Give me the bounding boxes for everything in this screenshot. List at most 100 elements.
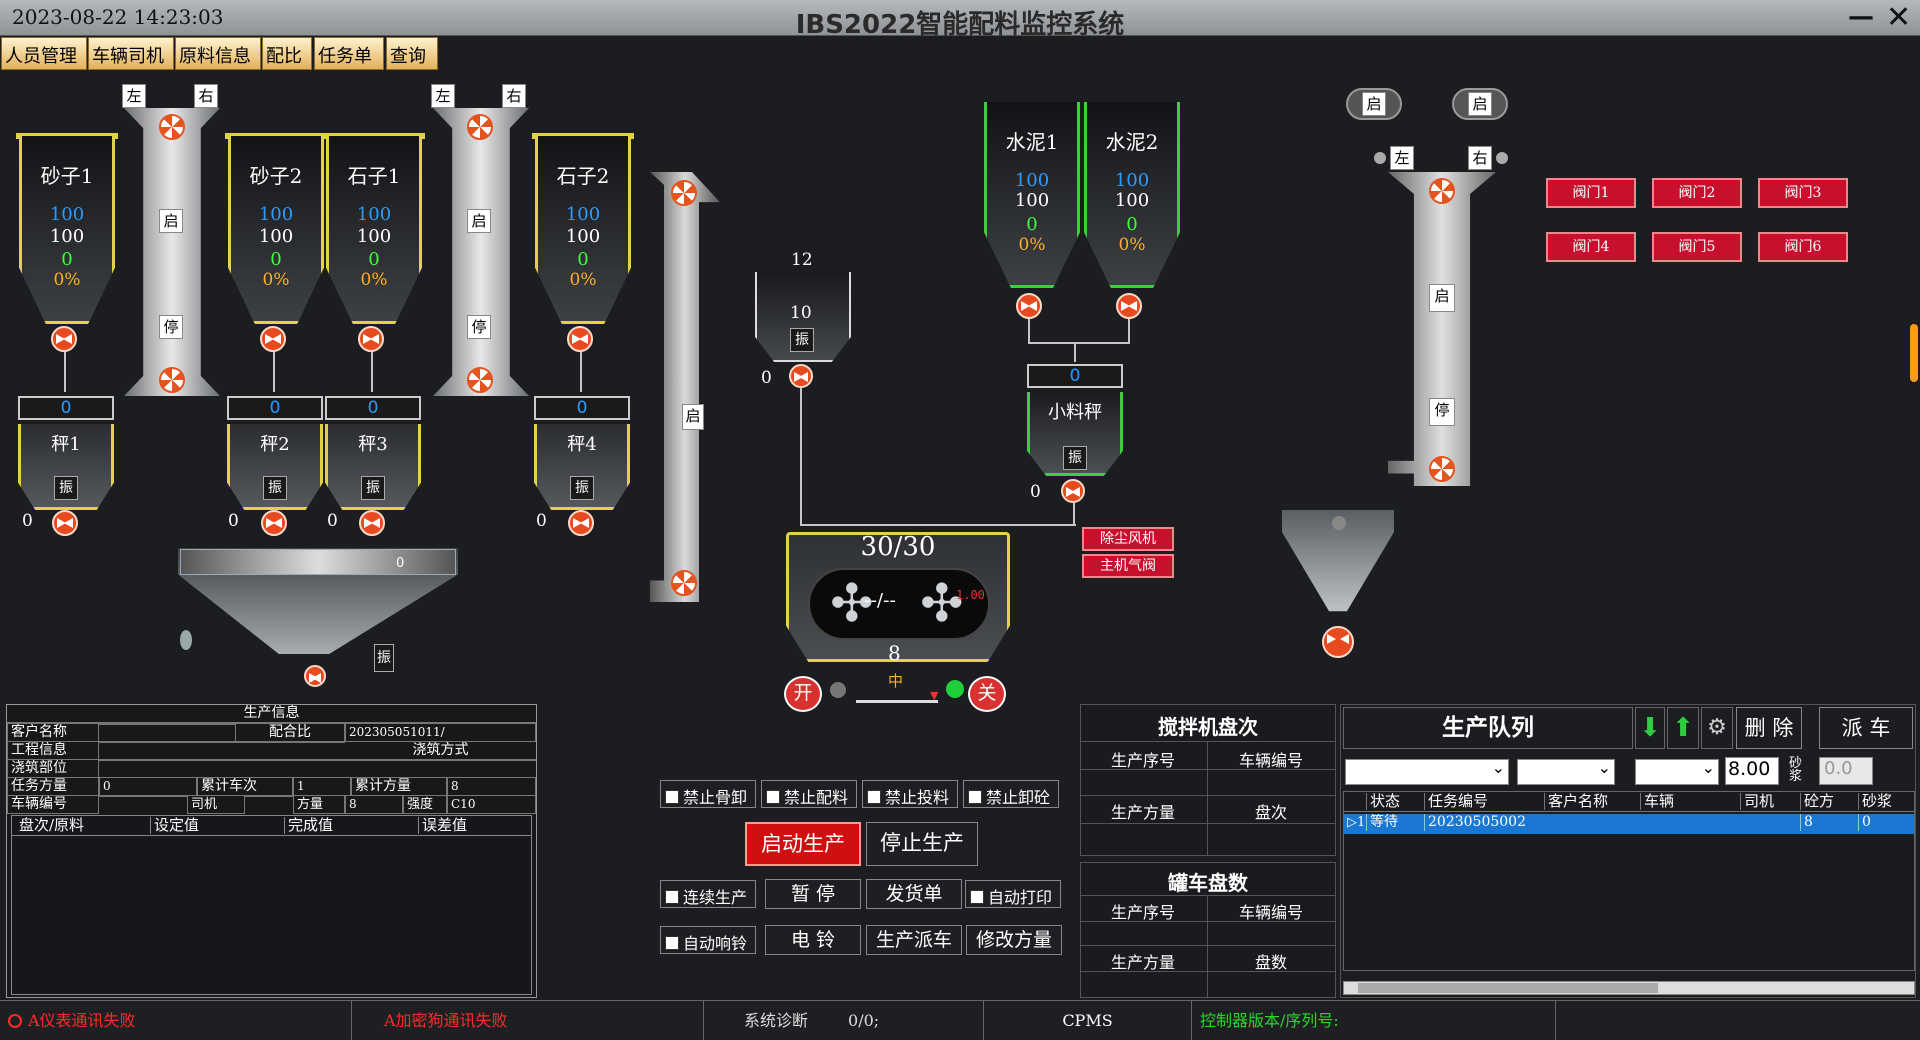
forbid-agg-checkbox[interactable]: 禁止骨卸 [660, 780, 756, 808]
water-valve-icon[interactable] [789, 364, 813, 388]
dispatch-production-button[interactable]: 生产派车 [866, 925, 962, 955]
silo-cement1[interactable]: 水泥1 100 100 0 0% [984, 102, 1080, 288]
conveyor2-top-motor-icon[interactable] [467, 114, 493, 140]
right-motor1-start-button[interactable]: 启 [1362, 92, 1386, 116]
delivery-note-button[interactable]: 发货单 [866, 879, 962, 909]
conveyor2-stop-button[interactable]: 停 [467, 315, 491, 339]
discharge-valve-icon[interactable] [1322, 626, 1354, 658]
forbid-unload-checkbox[interactable]: 禁止卸砼 [963, 780, 1059, 808]
delete-button[interactable]: 删 除 [1736, 707, 1802, 749]
menu-task[interactable]: 任务单 [314, 37, 384, 70]
right-motor2-start-button[interactable]: 启 [1468, 92, 1492, 116]
side-scroll-handle[interactable] [1910, 324, 1918, 382]
conveyor1-bottom-motor-icon[interactable] [159, 367, 185, 393]
scale2-vibrate-button[interactable]: 振 [263, 476, 287, 500]
scale1-valve-icon[interactable] [52, 510, 78, 536]
scale2-valve-icon[interactable] [261, 510, 287, 536]
incline-belt-start-button[interactable]: 启 [682, 404, 704, 430]
silo-cement2[interactable]: 水泥2 100 100 0 0% [1084, 102, 1180, 288]
conveyor2-bottom-motor-icon[interactable] [467, 367, 493, 393]
scale1-hopper[interactable]: 秤1 [18, 424, 114, 510]
mixer-center-value: --/-- [864, 590, 897, 611]
right-belt-stop-button[interactable]: 停 [1429, 398, 1455, 426]
menu-vehicle-driver[interactable]: 车辆司机 [88, 37, 174, 70]
queue-filter-1-select[interactable] [1345, 758, 1509, 785]
auto-print-checkbox[interactable]: 自动打印 [965, 880, 1061, 908]
bell-button[interactable]: 电 铃 [765, 925, 861, 955]
conveyor1-top-motor-icon[interactable] [159, 114, 185, 140]
silo-stone1[interactable]: 石子1 100 100 0 0% [326, 136, 422, 324]
cement2-valve-icon[interactable] [1116, 293, 1142, 319]
valve-2-button[interactable]: 阀门2 [1652, 178, 1742, 208]
right-belt-bottom-motor-icon[interactable] [1429, 456, 1455, 482]
start-production-button[interactable]: 启动生产 [745, 822, 861, 866]
forbid-batch-checkbox[interactable]: 禁止配料 [761, 780, 857, 808]
conveyor2-start-button[interactable]: 启 [467, 209, 491, 233]
incline-belt-bottom-motor-icon[interactable] [671, 570, 697, 596]
dispatch-truck-button[interactable]: 派 车 [1819, 707, 1913, 749]
menu-query[interactable]: 查询 [386, 37, 438, 70]
right-belt-left-button[interactable]: 左 [1390, 146, 1414, 170]
bin2-valve-icon[interactable] [260, 326, 286, 352]
scale1-vibrate-button[interactable]: 振 [54, 476, 78, 500]
scale4-vibrate-button[interactable]: 振 [570, 476, 594, 500]
mixer-current: 1.00 [956, 588, 985, 602]
forbid-feed-checkbox[interactable]: 禁止投料 [862, 780, 958, 808]
small-scale-valve-icon[interactable] [1061, 479, 1085, 503]
silo-stone2[interactable]: 石子2 100 100 0 0% [535, 136, 631, 324]
silo-sand1[interactable]: 砂子1 100 100 0 0% [19, 136, 115, 324]
conveyor2-left-button[interactable]: 左 [431, 84, 455, 108]
collector-vibrate-button[interactable]: 振 [374, 644, 394, 672]
right-belt-right-button[interactable]: 右 [1468, 146, 1492, 170]
menu-personnel[interactable]: 人员管理 [1, 37, 87, 70]
valve-1-button[interactable]: 阀门1 [1546, 178, 1636, 208]
minimize-button[interactable]: — [1848, 2, 1874, 32]
scale2-hopper[interactable]: 秤2 [227, 424, 323, 510]
conveyor1-left-button[interactable]: 左 [122, 84, 146, 108]
settings-gear-icon[interactable]: ⚙ [1701, 707, 1733, 749]
pause-button[interactable]: 暂 停 [765, 879, 861, 909]
cement1-valve-icon[interactable] [1016, 293, 1042, 319]
collector-valve-icon[interactable] [304, 665, 326, 687]
move-up-icon[interactable]: ⬆ [1667, 707, 1699, 749]
bin1-valve-icon[interactable] [51, 326, 77, 352]
queue-filter-2-select[interactable] [1517, 758, 1615, 785]
move-down-icon[interactable]: ⬇ [1635, 707, 1665, 749]
conveyor1-right-button[interactable]: 右 [194, 84, 218, 108]
scale3-vibrate-button[interactable]: 振 [361, 476, 385, 500]
water-vibrate-button[interactable]: 振 [790, 328, 814, 352]
gate-pointer-icon: ▼ [930, 689, 939, 702]
bin3-valve-icon[interactable] [358, 326, 384, 352]
valve-6-button[interactable]: 阀门6 [1758, 232, 1848, 262]
valve-3-button[interactable]: 阀门3 [1758, 178, 1848, 208]
conveyor1-start-button[interactable]: 启 [159, 209, 183, 233]
slurry-input[interactable]: 0.0 [1819, 757, 1873, 785]
auto-bell-checkbox[interactable]: 自动响铃 [660, 926, 756, 954]
right-belt-top-motor-icon[interactable] [1429, 178, 1455, 204]
modify-volume-button[interactable]: 修改方量 [966, 925, 1062, 955]
menu-ratio[interactable]: 配比 [262, 37, 312, 70]
queue-row-1[interactable]: ▷1 等待 20230505002 8 0 [1344, 814, 1914, 834]
small-scale-vibrate-button[interactable]: 振 [1063, 446, 1087, 470]
bin4-valve-icon[interactable] [567, 326, 593, 352]
menu-material[interactable]: 原料信息 [175, 37, 261, 70]
queue-horizontal-scrollbar[interactable] [1343, 981, 1915, 995]
conveyor1-stop-button[interactable]: 停 [159, 315, 183, 339]
amount-input[interactable]: 8.00 [1725, 757, 1779, 785]
silo-sand2[interactable]: 砂子2 100 100 0 0% [228, 136, 324, 324]
gate-open-button[interactable]: 开 [784, 676, 822, 712]
close-button[interactable]: ✕ [1886, 0, 1912, 35]
right-belt-start-button[interactable]: 启 [1429, 284, 1455, 312]
conveyor2-right-button[interactable]: 右 [502, 84, 526, 108]
queue-filter-3-select[interactable] [1635, 758, 1719, 785]
incline-belt-top-motor-icon[interactable] [671, 180, 697, 206]
main-air-valve-button[interactable]: 主机气阀 [1082, 554, 1174, 578]
stop-production-button[interactable]: 停止生产 [866, 822, 978, 866]
valve-4-button[interactable]: 阀门4 [1546, 232, 1636, 262]
scale4-valve-icon[interactable] [568, 510, 594, 536]
valve-5-button[interactable]: 阀门5 [1652, 232, 1742, 262]
gate-close-button[interactable]: 关 [968, 676, 1006, 712]
continuous-production-checkbox[interactable]: 连续生产 [660, 880, 756, 908]
dust-fan-button[interactable]: 除尘风机 [1082, 527, 1174, 551]
scale3-valve-icon[interactable] [359, 510, 385, 536]
